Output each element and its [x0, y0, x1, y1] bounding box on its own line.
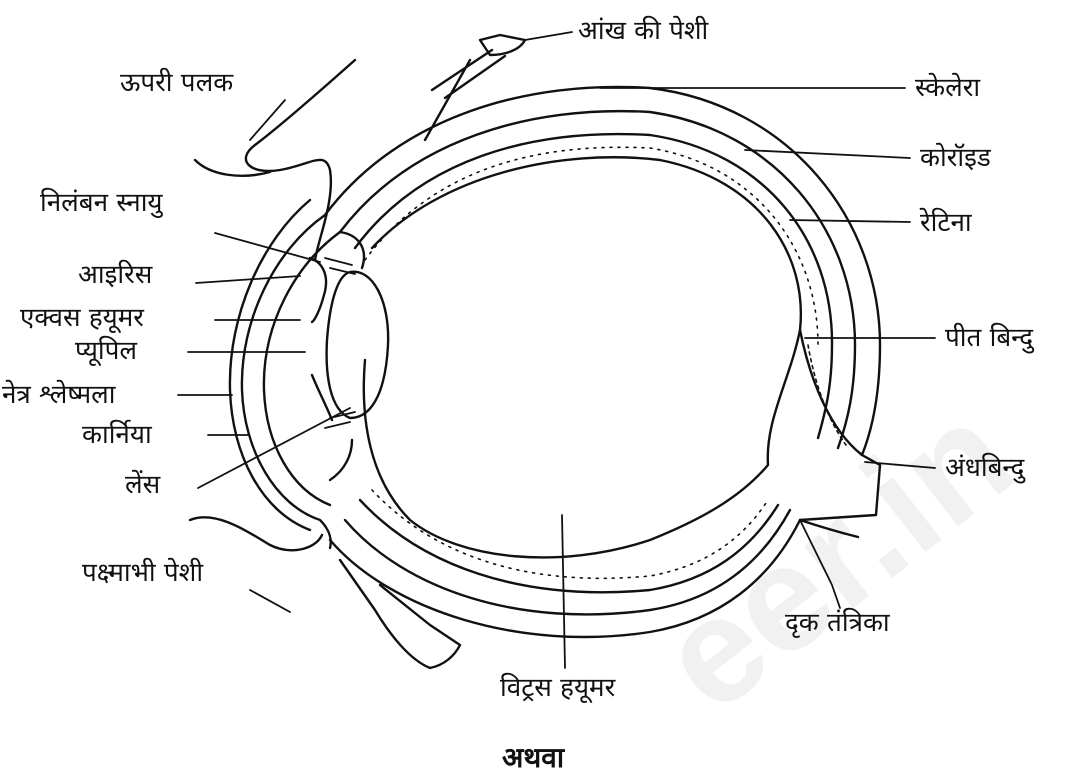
iris-upper	[310, 258, 326, 322]
label-pupil: प्यूपिल	[75, 338, 137, 364]
label-yellow-spot: पीत बिन्दु	[945, 325, 1033, 351]
cornea-inner	[264, 232, 340, 505]
ciliary-body-lower	[330, 440, 352, 480]
label-ciliary-muscle: पक्ष्माभी पेशी	[82, 560, 203, 586]
sclera-layer	[325, 87, 880, 455]
label-retina: रेटिना	[920, 210, 972, 236]
label-cornea: कार्निया	[82, 422, 152, 448]
lower-eyelid-curve	[190, 517, 322, 550]
lower-eye-muscle	[340, 560, 460, 668]
label-eye-muscle: आंख की पेशी	[578, 18, 708, 44]
label-aqueous-humour: एक्वस हयूमर	[20, 305, 144, 331]
lens-shape	[327, 272, 389, 418]
retina-inner-dotted	[365, 147, 818, 345]
retina-layer	[355, 134, 832, 438]
eyelid-fold	[195, 160, 270, 176]
leader-ciliary	[250, 590, 290, 612]
choroid-layer	[340, 111, 855, 448]
label-suspensory-ligament: निलंबन स्नायु	[40, 190, 163, 216]
label-conjunctiva: नेत्र श्लेष्मला	[2, 382, 116, 408]
footer-text: अथवा	[502, 738, 564, 776]
label-blind-spot: अंधबिन्दु	[945, 455, 1024, 481]
leader-eye-muscle	[525, 32, 572, 40]
label-optic-nerve: दृक तंत्रिका	[785, 610, 890, 636]
vitreous-boundary	[364, 157, 801, 557]
label-upper-eyelid: ऊपरी पलक	[120, 70, 233, 96]
label-vitreous-humour: विट्रस हयूमर	[500, 675, 615, 701]
upper-eyelid-curve	[246, 60, 355, 260]
label-choroid: कोरॉइड	[920, 145, 991, 171]
label-lens: लेंस	[125, 472, 160, 498]
leader-retina	[790, 220, 910, 222]
leader-suspensory	[215, 233, 320, 262]
leader-iris	[196, 276, 300, 283]
label-iris: आइरिस	[78, 262, 152, 288]
leader-lens	[198, 408, 350, 488]
label-sclera: स्केलेरा	[915, 75, 980, 101]
leader-choroid	[745, 150, 910, 158]
